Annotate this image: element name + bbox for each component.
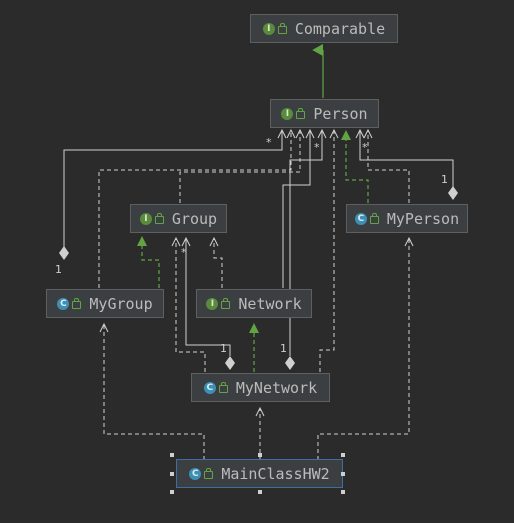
node-network[interactable]: I Network [196, 289, 312, 318]
lock-icon [154, 212, 164, 224]
edge-group-person-dashed [179, 130, 301, 203]
selection-handle[interactable] [170, 490, 174, 494]
node-label: MainClassHW2 [221, 464, 330, 483]
node-myperson[interactable]: C MyPerson [346, 204, 468, 233]
selection-handle[interactable] [170, 453, 174, 457]
node-comparable[interactable]: I Comparable [250, 14, 398, 43]
class-icon: C [203, 381, 216, 394]
node-label: MyPerson [386, 209, 460, 228]
edge-mygroup-implements-group [141, 236, 160, 288]
selection-handle[interactable] [341, 453, 345, 457]
class-icon: C [189, 467, 202, 480]
lock-icon [296, 107, 306, 119]
node-label: Person [313, 104, 368, 123]
class-icon: C [57, 297, 70, 310]
edge-network-person-solid [282, 130, 311, 288]
lock-icon [277, 22, 287, 34]
multiplicity-label: 1 [55, 263, 62, 276]
selection-handle[interactable] [341, 490, 345, 494]
node-group[interactable]: I Group [130, 204, 227, 233]
multiplicity-label: * [181, 246, 187, 259]
edge-myperson-person-dashed [367, 130, 410, 203]
selection-handle[interactable] [170, 472, 174, 476]
edge-mygroup-person-aggregation [359, 130, 454, 190]
node-label: Network [238, 294, 302, 313]
edge-mynetwork-implements-network-head [249, 323, 259, 333]
multiplicity-label: * [362, 141, 368, 154]
arrow-heads [99, 128, 414, 417]
interface-icon: I [139, 212, 152, 225]
interface-icon: I [262, 22, 275, 35]
node-mynetwork[interactable]: C MyNetwork [191, 373, 330, 402]
selection-handle[interactable] [341, 472, 345, 476]
edge-mygroup-implements-group-head [137, 236, 147, 246]
class-icon: C [354, 212, 367, 225]
node-label: MyNetwork [235, 378, 318, 397]
diamond-myperson [448, 186, 458, 200]
diamond-mynetwork-left [225, 356, 235, 370]
association-edges [63, 130, 454, 460]
diamond-mygroup [59, 246, 69, 260]
node-mainclasshw2[interactable]: C MainClassHW2 [176, 459, 343, 488]
node-label: Group [171, 209, 218, 228]
interface-icon: I [206, 297, 219, 310]
edge-mynetwork-person-solid [289, 130, 323, 356]
multiplicity-label: * [266, 136, 272, 149]
aggregation-diamonds [59, 186, 458, 370]
node-mygroup[interactable]: C MyGroup [46, 289, 164, 318]
generalization-edges [137, 44, 369, 372]
selection-handle[interactable] [258, 490, 262, 494]
edge-mynetwork-group-dashed [175, 238, 206, 372]
edge-myperson-implements-person-head [341, 130, 351, 140]
edge-mynetwork-group-solid [185, 238, 231, 356]
edge-main-mygroup-dashed [103, 324, 205, 460]
multiplicity-label: 1 [441, 173, 448, 186]
lock-icon [72, 297, 82, 309]
node-label: Comparable [294, 19, 386, 38]
multiplicity-label: * [314, 141, 320, 154]
multiplicity-label: 1 [220, 342, 227, 355]
edge-main-myperson-dashed [317, 238, 410, 460]
edge-mygroup-person-solid [63, 130, 283, 255]
selection-handle[interactable] [258, 453, 262, 457]
lock-icon [221, 297, 231, 309]
lock-icon [204, 467, 214, 479]
node-person[interactable]: I Person [270, 99, 379, 128]
edge-mynetwork-person-dashed [319, 130, 335, 372]
interface-icon: I [281, 107, 294, 120]
multiplicity-label: 1 [280, 342, 287, 355]
edge-network-group-dashed [213, 238, 223, 288]
node-label: MyGroup [89, 294, 153, 313]
edge-myperson-implements-person [345, 140, 369, 203]
diamond-mynetwork-right [285, 356, 295, 370]
edge-mygroup-person-dashed [98, 130, 292, 288]
lock-icon [218, 381, 228, 393]
lock-icon [369, 212, 379, 224]
